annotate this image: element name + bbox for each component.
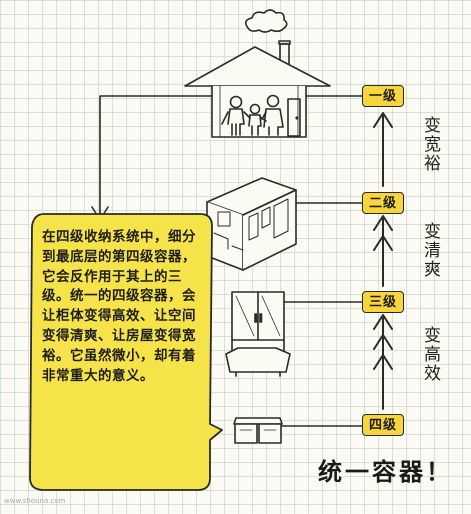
level-tag-2: 二级 bbox=[362, 192, 404, 214]
speech-bubble bbox=[29, 213, 223, 491]
level-tag-1: 一级 bbox=[362, 85, 404, 107]
storage-box-icon bbox=[233, 417, 283, 444]
cabinet-icon bbox=[225, 291, 291, 377]
level-tag-3: 三级 bbox=[362, 291, 404, 313]
arrow-up-icon bbox=[373, 112, 393, 410]
house-icon bbox=[184, 46, 331, 138]
level-tag-4: 四级 bbox=[362, 414, 404, 436]
room-icon bbox=[206, 177, 297, 271]
watermark: www.shouna.com bbox=[4, 497, 66, 505]
door-icon bbox=[287, 98, 301, 137]
effect-spacious-label: 变宽裕 bbox=[420, 116, 440, 173]
family-icon bbox=[221, 94, 284, 136]
cloud-icon bbox=[244, 9, 288, 33]
effect-efficient-label: 变高效 bbox=[420, 326, 440, 383]
page-title: 统一容器！ bbox=[318, 457, 453, 486]
bubble-text: 在四级收纳系统中，细分到最底层的第四级容器，它会反作用于其上的三级。统一的四级容… bbox=[42, 229, 196, 384]
effect-clean-label: 变清爽 bbox=[420, 222, 440, 279]
